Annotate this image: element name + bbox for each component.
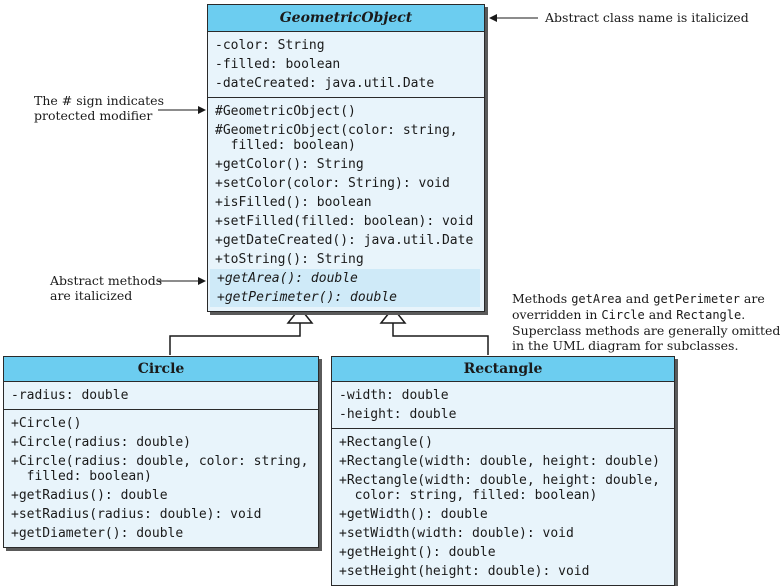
method: +Rectangle(width: double, height: double…: [339, 454, 660, 469]
note-overridden-methods: Methods getArea and getPerimeter are ove…: [512, 291, 780, 353]
note-line: protected modifier: [34, 108, 153, 123]
method: #GeometricObject(color: string, filled: …: [215, 123, 458, 153]
method: +getWidth(): double: [339, 507, 488, 522]
note-line: in the UML diagram for subclasses.: [512, 338, 739, 353]
class-geometricobject: GeometricObject -color: String -filled: …: [207, 4, 485, 312]
note-abstract-methods: Abstract methods are italicized: [50, 273, 162, 303]
note-protected-modifier: The # sign indicates protected modifier: [34, 93, 164, 123]
note-abstract-class: Abstract class name is italicized: [545, 10, 749, 25]
method: +getDateCreated(): java.util.Date: [215, 233, 474, 248]
note-line: Abstract methods: [50, 273, 163, 288]
note-line: overridden in Circle and Rectangle.: [512, 307, 746, 322]
class-rectangle: Rectangle -width: double -height: double…: [331, 356, 675, 586]
note-line: are italicized: [50, 288, 133, 303]
note-line: The # sign indicates: [34, 93, 164, 108]
method: +Rectangle(width: double, height: double…: [339, 473, 660, 503]
abstract-method: +getArea(): double: [210, 269, 480, 288]
inheritance-line-rectangle: [392, 323, 489, 355]
note-line: Methods getArea and getPerimeter are: [512, 291, 765, 306]
method: +setHeight(height: double): void: [339, 564, 590, 579]
fields-section-geometricobject: -color: String -filled: boolean -dateCre…: [208, 32, 484, 98]
class-name-circle: Circle: [4, 357, 318, 382]
field: -height: double: [339, 407, 457, 422]
method: +setRadius(radius: double): void: [11, 507, 262, 522]
method: +isFilled(): boolean: [215, 195, 372, 210]
fields-section-circle: -radius: double: [4, 382, 318, 410]
method: +Rectangle(): [339, 435, 433, 450]
method: +Circle(): [11, 416, 82, 431]
inheritance-triangle-rectangle: [379, 306, 407, 324]
inheritance-triangle-circle: [286, 306, 314, 324]
method: +setWidth(width: double): void: [339, 526, 574, 541]
methods-section-rectangle: +Rectangle() +Rectangle(width: double, h…: [332, 429, 674, 585]
field: -dateCreated: java.util.Date: [215, 76, 435, 91]
abstract-method: +getPerimeter(): double: [210, 288, 480, 307]
method: #GeometricObject(): [215, 104, 356, 119]
method: +getColor(): String: [215, 157, 364, 172]
methods-section-circle: +Circle() +Circle(radius: double) +Circl…: [4, 410, 318, 547]
method: +toString(): String: [215, 252, 364, 267]
method: +getHeight(): double: [339, 545, 496, 560]
method: +setFilled(filled: boolean): void: [215, 214, 474, 229]
methods-section-geometricobject: #GeometricObject() #GeometricObject(colo…: [208, 98, 484, 311]
field: -filled: boolean: [215, 57, 341, 72]
method: +Circle(radius: double): [11, 435, 192, 450]
field: -color: String: [215, 38, 325, 53]
class-name-rectangle: Rectangle: [332, 357, 674, 382]
method: +Circle(radius: double, color: string, f…: [11, 454, 309, 484]
class-circle: Circle -radius: double +Circle() +Circle…: [3, 356, 319, 548]
inheritance-line-circle: [169, 323, 301, 355]
method: +getRadius(): double: [11, 488, 168, 503]
field: -radius: double: [11, 388, 129, 403]
method: +getDiameter(): double: [11, 526, 184, 541]
fields-section-rectangle: -width: double -height: double: [332, 382, 674, 429]
class-name-geometricobject: GeometricObject: [208, 5, 484, 32]
note-line: Superclass methods are generally omitted: [512, 323, 781, 338]
method: +setColor(color: String): void: [215, 176, 450, 191]
field: -width: double: [339, 388, 449, 403]
